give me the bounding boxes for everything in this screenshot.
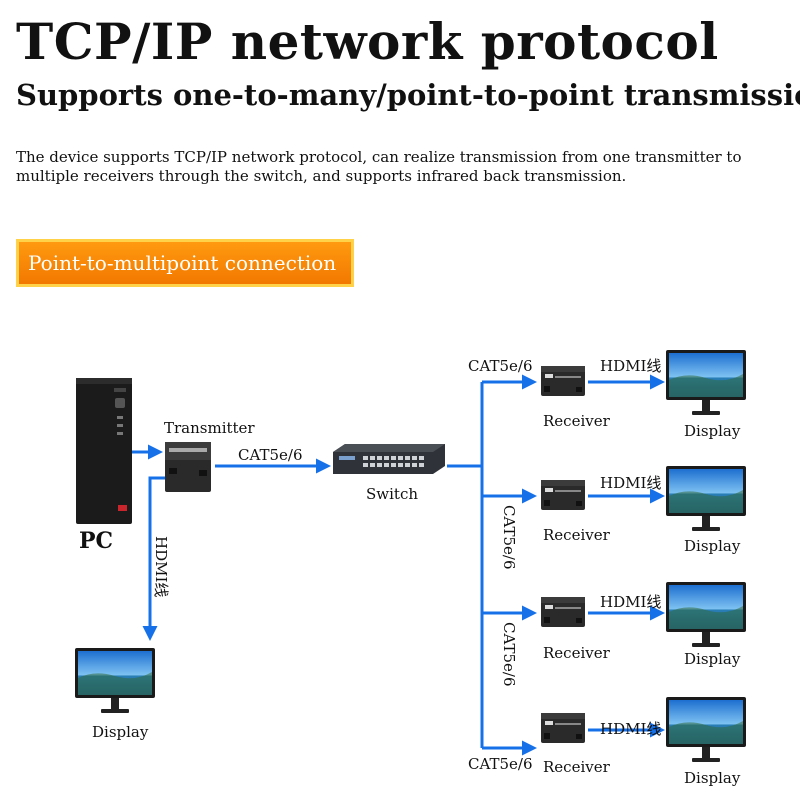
network-switch-icon xyxy=(333,444,445,474)
description-text: The device supports TCP/IP network proto… xyxy=(16,148,742,185)
switch-label: Switch xyxy=(366,485,419,503)
transmitter-label: Transmitter xyxy=(164,419,255,437)
branch-cable-label-4: CAT5e/6 xyxy=(468,755,533,773)
section-badge: Point-to-multipoint connection xyxy=(16,239,354,287)
local-display-icon xyxy=(75,648,155,713)
display-1-icon xyxy=(666,350,746,415)
receiver-4-icon xyxy=(541,713,585,743)
receiver-4-hdmi-label: HDMI线 xyxy=(600,720,662,738)
pc-label: PC xyxy=(79,528,114,554)
local-hdmi-label: HDMI线 xyxy=(152,536,170,598)
receiver-1-hdmi-label: HDMI线 xyxy=(600,357,662,375)
local-display-label: Display xyxy=(92,723,149,741)
branch-cable-label-1: CAT5e/6 xyxy=(468,357,533,375)
transmitter-icon xyxy=(165,442,211,492)
receiver-2-hdmi-label: HDMI线 xyxy=(600,474,662,492)
branch-cable-label-3: CAT5e/6 xyxy=(500,622,518,687)
connection-lines xyxy=(132,374,665,756)
pc-tower-icon xyxy=(76,378,132,524)
receiver-1-label: Receiver xyxy=(543,412,610,430)
receiver-4-label: Receiver xyxy=(543,758,610,776)
display-4-icon xyxy=(666,697,746,762)
page-subtitle: Supports one-to-many/point-to-point tran… xyxy=(16,78,800,112)
receiver-1-icon xyxy=(541,366,585,396)
receiver-3-hdmi-label: HDMI线 xyxy=(600,593,662,611)
page-title: TCP/IP network protocol xyxy=(16,12,719,71)
receiver-3-label: Receiver xyxy=(543,644,610,662)
display-2-icon xyxy=(666,466,746,531)
display-1-label: Display xyxy=(684,422,741,440)
branch-cable-label-2: CAT5e/6 xyxy=(500,505,518,570)
display-3-icon xyxy=(666,582,746,647)
tx-cable-label: CAT5e/6 xyxy=(238,446,303,464)
receiver-3-icon xyxy=(541,597,585,627)
display-3-label: Display xyxy=(684,650,741,668)
receiver-2-icon xyxy=(541,480,585,510)
receiver-2-label: Receiver xyxy=(543,526,610,544)
display-2-label: Display xyxy=(684,537,741,555)
display-4-label: Display xyxy=(684,769,741,787)
